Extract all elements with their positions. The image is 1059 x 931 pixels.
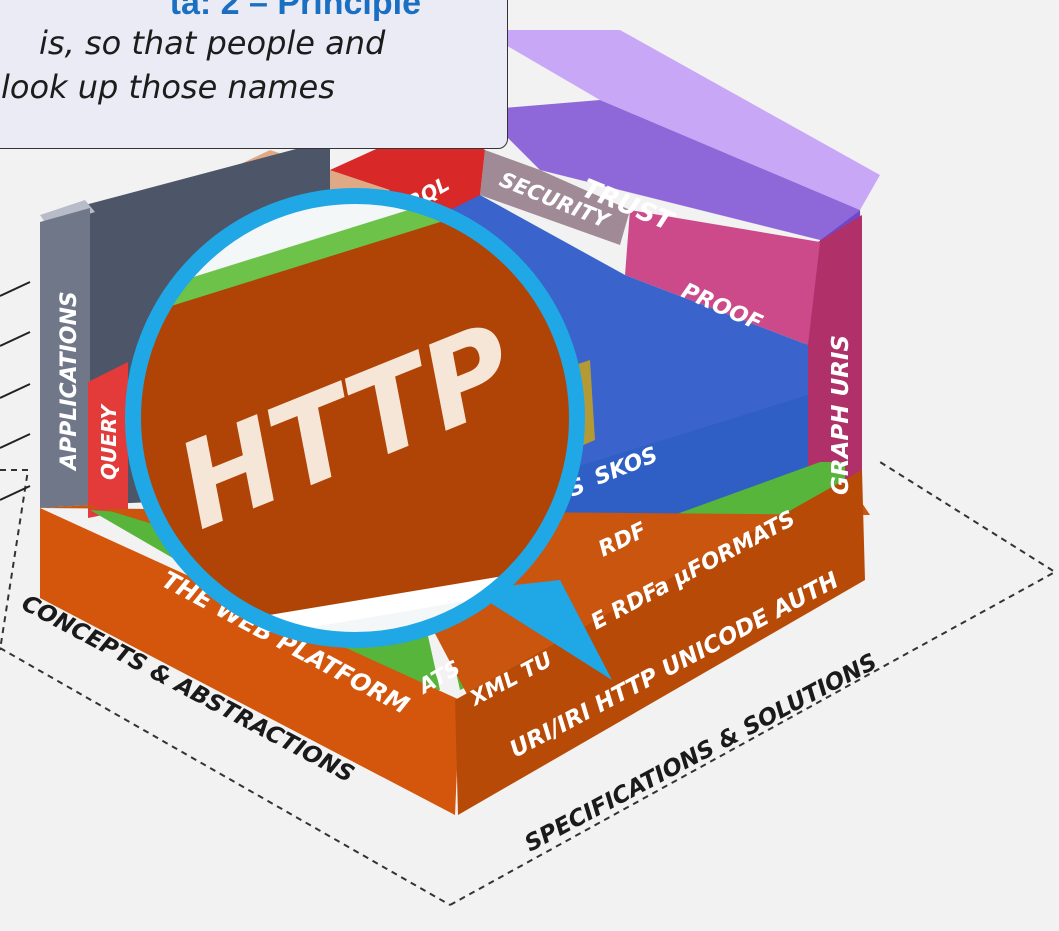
callout-line-1: is, so that people and: [39, 24, 386, 62]
trust-layer-top: [480, 30, 880, 210]
security-block: [480, 150, 630, 245]
callout-box: ta: 2 – Principle is, so that people and…: [0, 0, 508, 149]
magnifier-content: HTTP: [133, 196, 577, 640]
magnifier: HTTP: [125, 188, 612, 680]
applications-column: [40, 208, 90, 508]
dashed-base-left: [0, 647, 451, 906]
graph-uris-label: GRAPH URIS: [828, 335, 854, 495]
graph-uris-column: [805, 215, 862, 520]
dashed-base-right: [449, 461, 1057, 906]
trust-layer-front: [480, 100, 860, 240]
callout-heading: ta: 2 – Principle: [169, 0, 421, 22]
dashed-base-outline: [0, 469, 30, 651]
magnifier-ring: [125, 188, 585, 648]
base-left-face: [40, 508, 460, 815]
callout-line-2: look up those names: [1, 68, 335, 106]
query-column: [88, 362, 128, 518]
proof-block: [625, 210, 820, 345]
magnifier-pointer: [470, 580, 612, 680]
left-tick-marks: [0, 281, 31, 501]
query-label: QUERY: [97, 403, 121, 480]
applications-label: APPLICATIONS: [57, 291, 82, 472]
base-right-face: [455, 470, 865, 815]
